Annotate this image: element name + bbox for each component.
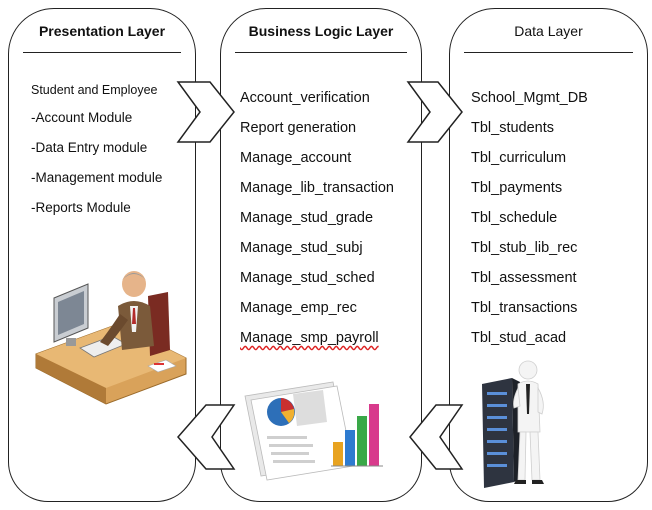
data-item: Tbl_stud_acad [471, 330, 567, 346]
right-chevron-arrow-1 [176, 81, 235, 143]
left-chevron-arrow-2 [409, 404, 464, 470]
presentation-item: -Reports Module [31, 200, 131, 215]
business-item: Manage_emp_rec [240, 300, 357, 316]
presentation-item: -Management module [31, 170, 163, 185]
data-item: Tbl_assessment [471, 270, 577, 286]
data-item: Tbl_schedule [471, 210, 558, 226]
presentation-item: -Data Entry module [31, 140, 148, 155]
server-admin-illustration [482, 360, 544, 488]
left-chevron-arrow-1 [177, 404, 236, 470]
data-item: Tbl_transactions [471, 300, 578, 316]
data-layer-title: Data Layer [514, 23, 583, 39]
data-item: School_Mgmt_DB [471, 90, 588, 106]
business-item: Manage_account [240, 150, 352, 166]
business-title-divider [235, 52, 407, 53]
business-item: Manage_stud_sched [240, 270, 375, 286]
business-item: Manage_stud_subj [240, 240, 363, 256]
business-logic-layer-title: Business Logic Layer [248, 23, 394, 39]
data-item: Tbl_payments [471, 180, 563, 196]
presentation-layer-title: Presentation Layer [38, 23, 166, 39]
data-title-divider [464, 52, 633, 53]
office-worker-illustration [35, 271, 187, 405]
presentation-item: -Account Module [31, 110, 133, 125]
data-layer-panel: Data Layer School_Mgmt_DB Tbl_students T… [449, 8, 648, 502]
business-item-list: Account_verification Report generation M… [240, 89, 394, 359]
data-item: Tbl_students [471, 120, 555, 136]
data-item-list: School_Mgmt_DB Tbl_students Tbl_curricul… [471, 89, 588, 359]
presentation-title-divider [23, 52, 181, 53]
data-item: Tbl_stub_lib_rec [471, 240, 578, 256]
presentation-item-list: Student and Employee -Account Module -Da… [31, 81, 162, 229]
business-item: Manage_lib_transaction [240, 180, 394, 196]
presentation-item: Student and Employee [31, 83, 158, 97]
right-chevron-arrow-2 [406, 81, 463, 143]
business-item: Manage_stud_grade [240, 210, 374, 226]
reports-charts-illustration [244, 381, 383, 481]
business-item: Manage_smp_payroll [240, 330, 379, 346]
business-item: Report generation [240, 120, 357, 136]
presentation-layer-panel: Presentation Layer Student and Employee … [8, 8, 196, 502]
data-item: Tbl_curriculum [471, 150, 567, 166]
business-item: Account_verification [240, 90, 370, 106]
